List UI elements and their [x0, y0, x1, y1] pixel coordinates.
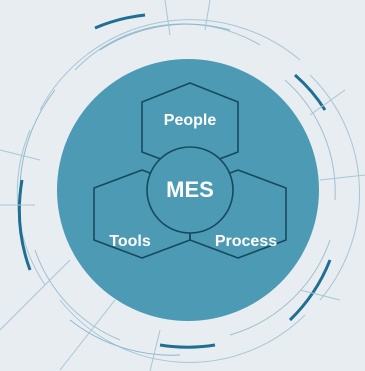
connector-line — [164, 0, 171, 36]
connector-line — [0, 149, 41, 161]
ring-accent — [94, 13, 146, 30]
ring-accent — [288, 259, 332, 322]
center-label: MES — [166, 177, 214, 202]
connector-line — [59, 299, 116, 371]
segment-label-process: Process — [215, 233, 277, 250]
connector-line — [204, 0, 211, 31]
ring-arc — [99, 23, 231, 51]
ring-arc — [309, 74, 360, 301]
ring-arc — [39, 19, 301, 111]
ring-arc — [34, 249, 121, 341]
ring-arc — [229, 239, 331, 336]
ring-arc — [59, 299, 306, 363]
ring-accent — [17, 179, 32, 271]
ring-accent — [294, 73, 327, 111]
connector-line — [149, 329, 161, 371]
connector-line — [319, 174, 365, 181]
center-circle — [146, 146, 234, 234]
segment-label-people: People — [164, 112, 217, 129]
connector-line — [0, 259, 71, 331]
connector-line — [309, 89, 346, 116]
ring-arc — [19, 89, 56, 191]
connector-line — [299, 289, 341, 301]
ring-arc — [69, 319, 181, 356]
ring-accent — [159, 343, 216, 349]
segment-label-tools: Tools — [109, 233, 151, 250]
ring-arc — [284, 79, 336, 201]
ring-arc — [74, 23, 261, 71]
hexagon-cluster — [93, 82, 287, 259]
